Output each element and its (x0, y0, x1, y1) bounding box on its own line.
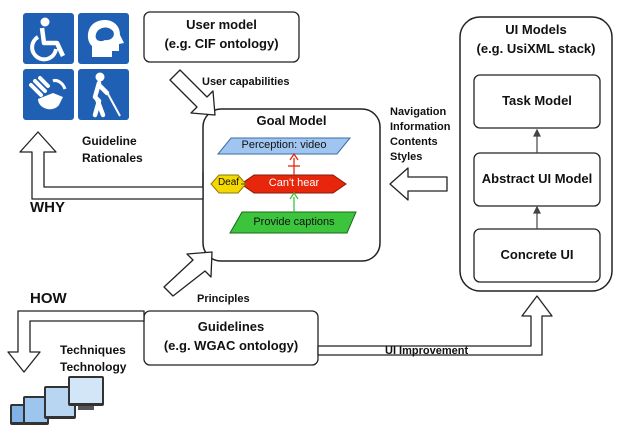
navigation-arrow (389, 167, 448, 201)
principles-label: Principles (197, 293, 250, 305)
perception-node (216, 137, 352, 155)
ui-stack-arrows (533, 128, 541, 229)
why-label: WHY (30, 199, 65, 216)
task-model-frame (473, 74, 601, 129)
techniques-label: Techniques (60, 343, 126, 357)
brain-head-icon (78, 13, 129, 64)
captions-node (229, 211, 357, 234)
cant-hear-label: Can't hear (268, 177, 320, 189)
goal-model-title: Goal Model (256, 113, 327, 128)
ui-models-subtitle: (e.g. UsiXML stack) (476, 41, 596, 56)
captions-label: Provide captions (253, 216, 335, 228)
concrete-ui-label: Concrete UI (500, 247, 574, 262)
user-capabilities-label: User capabilities (202, 76, 290, 88)
blind-cane-icon (78, 69, 129, 120)
ui-improvement-arrow (317, 295, 553, 356)
how-arrow (7, 310, 145, 373)
guideline-label: Guideline (82, 134, 137, 148)
abstract-ui-label: Abstract UI Model (481, 171, 593, 186)
wheelchair-icon (23, 13, 74, 64)
deaf-label: Deaf (217, 177, 240, 188)
sign-language-icon (23, 69, 74, 120)
rationales-label: Rationales (82, 151, 143, 165)
how-label: HOW (30, 290, 67, 307)
devices-icon (10, 376, 105, 426)
navigation-label: Navigation (390, 106, 447, 118)
guidelines-title: Guidelines (197, 319, 265, 334)
user-model-frame (143, 11, 300, 63)
user-capabilities-arrow (169, 69, 216, 116)
user-model-subtitle: (e.g. CIF ontology) (164, 36, 279, 51)
contents-label: Contents (390, 136, 438, 148)
information-label: Information (390, 121, 451, 133)
user-model-title: User model (186, 17, 257, 32)
guidelines-subtitle: (e.g. WGAC ontology) (163, 338, 299, 353)
principles-arrow (163, 251, 213, 297)
task-model-label: Task Model (502, 93, 572, 108)
ui-improvement-label: UI Improvement (385, 345, 469, 357)
styles-label: Styles (390, 151, 423, 163)
ui-models-title: UI Models (505, 22, 567, 37)
perception-label: Perception: video (241, 139, 327, 151)
guidelines-frame (143, 310, 319, 366)
rationales-arrow (19, 131, 204, 200)
technology-label: Technology (60, 360, 127, 374)
